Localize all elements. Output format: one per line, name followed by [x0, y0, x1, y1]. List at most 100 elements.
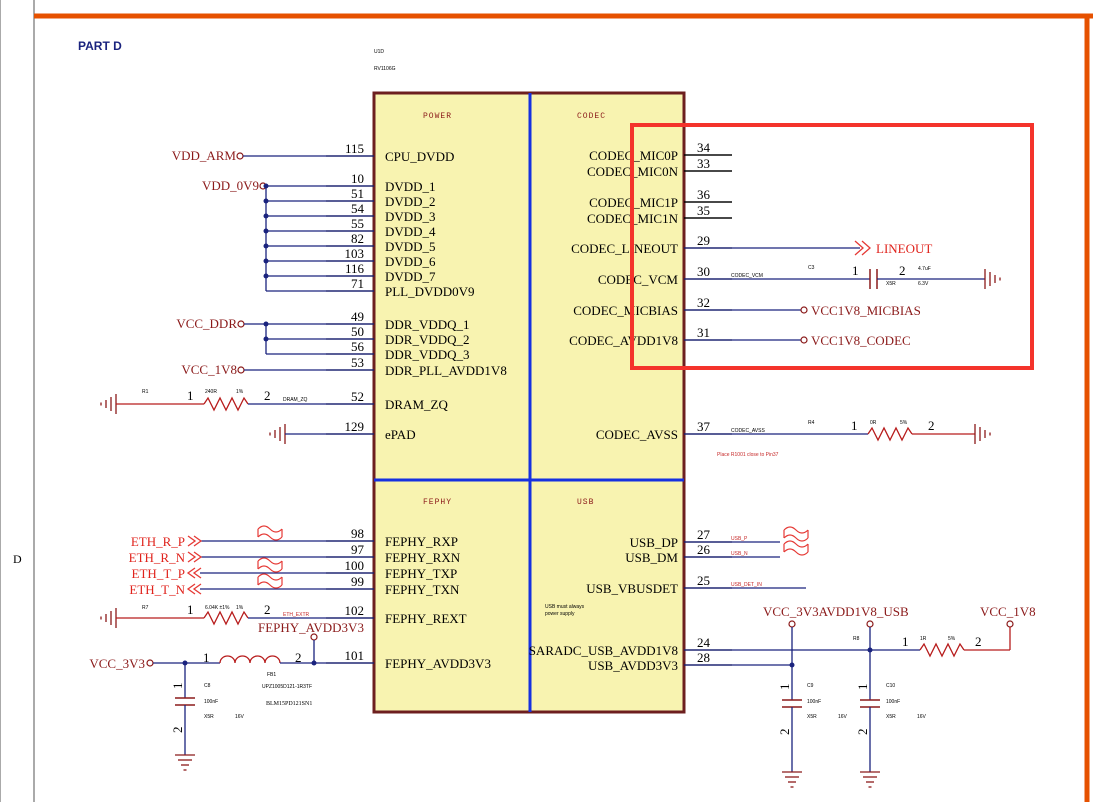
pin-number: 97 [351, 542, 365, 557]
r8-ref: R8 [853, 636, 860, 642]
net-eth-r-n: ETH_R_N [129, 550, 186, 565]
r4-tol: 5% [900, 420, 908, 426]
pin-number: 50 [351, 324, 364, 339]
pin-number: 51 [351, 186, 364, 201]
pin-name: DVDD_3 [385, 209, 436, 224]
pin-name: USB_AVDD3V3 [588, 658, 678, 673]
r8-pin1: 1 [902, 634, 909, 649]
pin-name: FEPHY_RXP [385, 534, 458, 549]
mic-pin-stubs [684, 154, 732, 219]
r1-pin1: 1 [187, 388, 194, 403]
section-codec: CODEC [577, 112, 606, 121]
vdd-arm-port [236, 152, 244, 160]
r1-pin2: 2 [264, 388, 271, 403]
fb1-value: UPZ1005D121-1R3TF [262, 684, 312, 690]
net-eth-t-n: ETH_T_N [129, 582, 185, 597]
pin-number: 34 [697, 140, 711, 155]
c8-pin2: 2 [170, 727, 185, 734]
pin-number: 55 [351, 216, 364, 231]
r7-pin1: 1 [187, 602, 194, 617]
ground-symbol-r4 [974, 423, 991, 445]
micbias-port [800, 306, 808, 314]
pin-number: 33 [697, 156, 710, 171]
pin-number: 129 [345, 419, 365, 434]
r4-ref: R4 [808, 420, 815, 426]
r7-ref: R7 [142, 605, 149, 611]
r1-tol: 1% [236, 389, 244, 395]
c8-voltage: 16V [235, 714, 245, 720]
pin-number: 115 [345, 141, 364, 156]
ground-symbol-c9 [781, 771, 803, 788]
c8-pin1: 1 [170, 683, 185, 690]
pin-name: DVDD_4 [385, 224, 436, 239]
c9-voltage: 16V [838, 714, 848, 720]
net-dram-zq: DRAM_ZQ [283, 397, 308, 403]
c3-dielectric: X5R [886, 281, 896, 287]
pin-name: CODEC_LINEOUT [571, 241, 678, 256]
c3-value: 4.7uF [918, 266, 931, 272]
c9-value: 100nF [807, 699, 821, 705]
usb-diff-pair-n [783, 540, 809, 556]
net-usb-det-in: USB_DET_IN [731, 582, 762, 588]
r4-pin1: 1 [851, 418, 858, 433]
pin-number: 10 [351, 171, 364, 186]
net-eth-extr: ETH_EXTR [283, 612, 310, 618]
net-eth-r-p: ETH_R_P [131, 534, 185, 549]
section-fephy: FEPHY [423, 498, 452, 507]
c10-voltage: 16V [917, 714, 927, 720]
net-vdd-arm: VDD_ARM [172, 148, 237, 163]
ic-ref: U1D [374, 49, 384, 55]
usb-diff-pair-p [783, 526, 809, 542]
c9-pin2: 2 [777, 729, 792, 736]
net-usb-p: USB_P [731, 536, 748, 542]
net-vcc-1v8-right: VCC_1V8 [980, 604, 1036, 619]
pin-number: 116 [345, 261, 365, 276]
pin-name: USB_DM [625, 550, 678, 565]
pin-name: DDR_PLL_AVDD1V8 [385, 363, 507, 378]
c8-dielectric: X5R [204, 714, 214, 720]
c3-voltage: 6.3V [918, 281, 929, 287]
pin-number: 28 [697, 650, 710, 665]
pin-name: DVDD_5 [385, 239, 436, 254]
net-vcc-3v3: VCC_3V3 [89, 656, 145, 671]
pin-number: 52 [351, 389, 364, 404]
net-fephy-avdd3v3: FEPHY_AVDD3V3 [258, 620, 364, 635]
r4-pin2: 2 [928, 418, 935, 433]
ground-symbol-r1 [100, 393, 117, 415]
c10-pin1: 1 [855, 684, 870, 691]
ferrite-bead-fb1 [219, 655, 281, 664]
ground-symbol-c10 [859, 771, 881, 788]
vcc-ddr-port [237, 320, 245, 328]
r1-value: 240R [205, 389, 217, 395]
r8-tol: 5% [948, 636, 956, 642]
pin-name: DVDD_1 [385, 179, 436, 194]
pin-name: DVDD_2 [385, 194, 436, 209]
pin-number: 26 [697, 542, 711, 557]
pin-number: 31 [697, 325, 710, 340]
net-codec-avss: CODEC_AVSS [731, 428, 765, 434]
r1-ref: R1 [142, 389, 149, 395]
pin-name: FEPHY_RXN [385, 550, 461, 565]
highlight-box [630, 123, 1034, 370]
pin-name: CODEC_VCM [598, 272, 679, 287]
r7-pin2: 2 [264, 602, 271, 617]
net-eth-t-p: ETH_T_P [132, 566, 185, 581]
pin-number: 24 [697, 635, 711, 650]
c3-pin1: 1 [852, 263, 859, 278]
c3-pin2: 2 [899, 263, 906, 278]
pin-name: CODEC_AVDD1V8 [569, 333, 678, 348]
pin-number: 71 [351, 276, 364, 291]
pin-number: 103 [345, 246, 365, 261]
pin-name: DVDD_7 [385, 269, 436, 284]
ic-part-number: RV1106G [374, 66, 396, 72]
fb1-pin1: 1 [203, 650, 210, 665]
vcc-3v3avdd1v8-usb-port [788, 620, 796, 628]
note-avss: Place R1001 close to Pin37 [717, 452, 779, 458]
c8-ref: C8 [204, 683, 211, 689]
pin-number: 35 [697, 203, 710, 218]
